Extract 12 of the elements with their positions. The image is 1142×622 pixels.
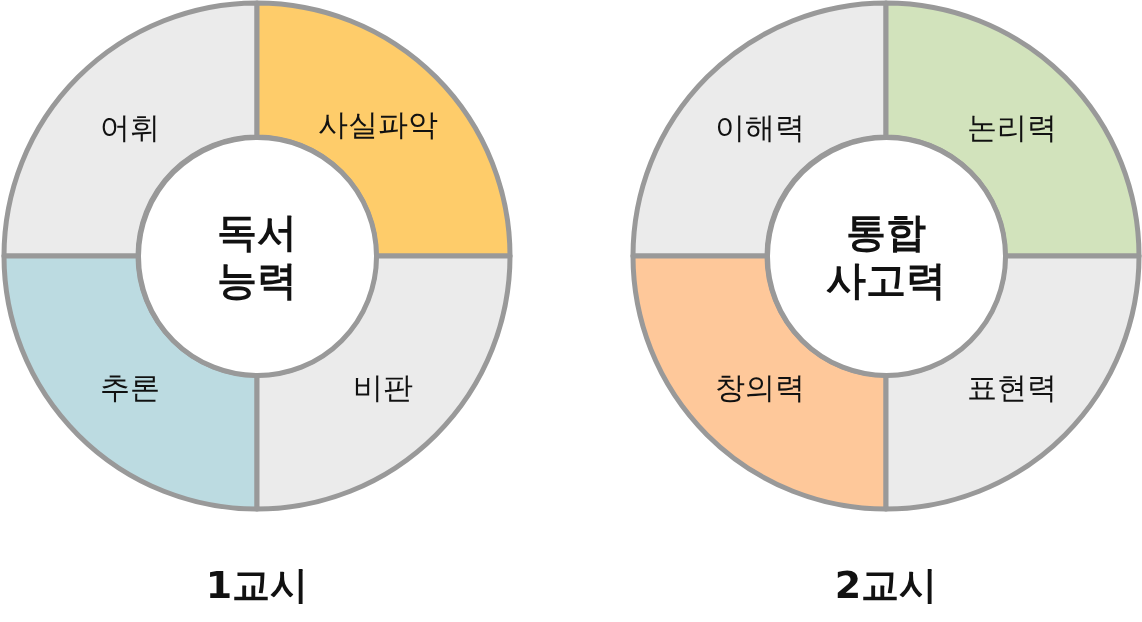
segment-label: 사실파악	[318, 105, 438, 144]
segment-label: 추론	[100, 368, 160, 407]
segment-label: 창의력	[715, 368, 805, 407]
segment-label: 비판	[353, 368, 413, 407]
caption-label: 1교시	[205, 561, 309, 609]
segment-label: 논리력	[967, 108, 1057, 147]
segment-label: 표현력	[967, 368, 1057, 407]
segment-label: 이해력	[715, 108, 805, 147]
center-label: 독서 능력	[216, 208, 298, 304]
center-label: 통합 사고력	[825, 208, 947, 304]
caption-label: 2교시	[834, 561, 938, 609]
segment-label: 어휘	[100, 108, 160, 147]
